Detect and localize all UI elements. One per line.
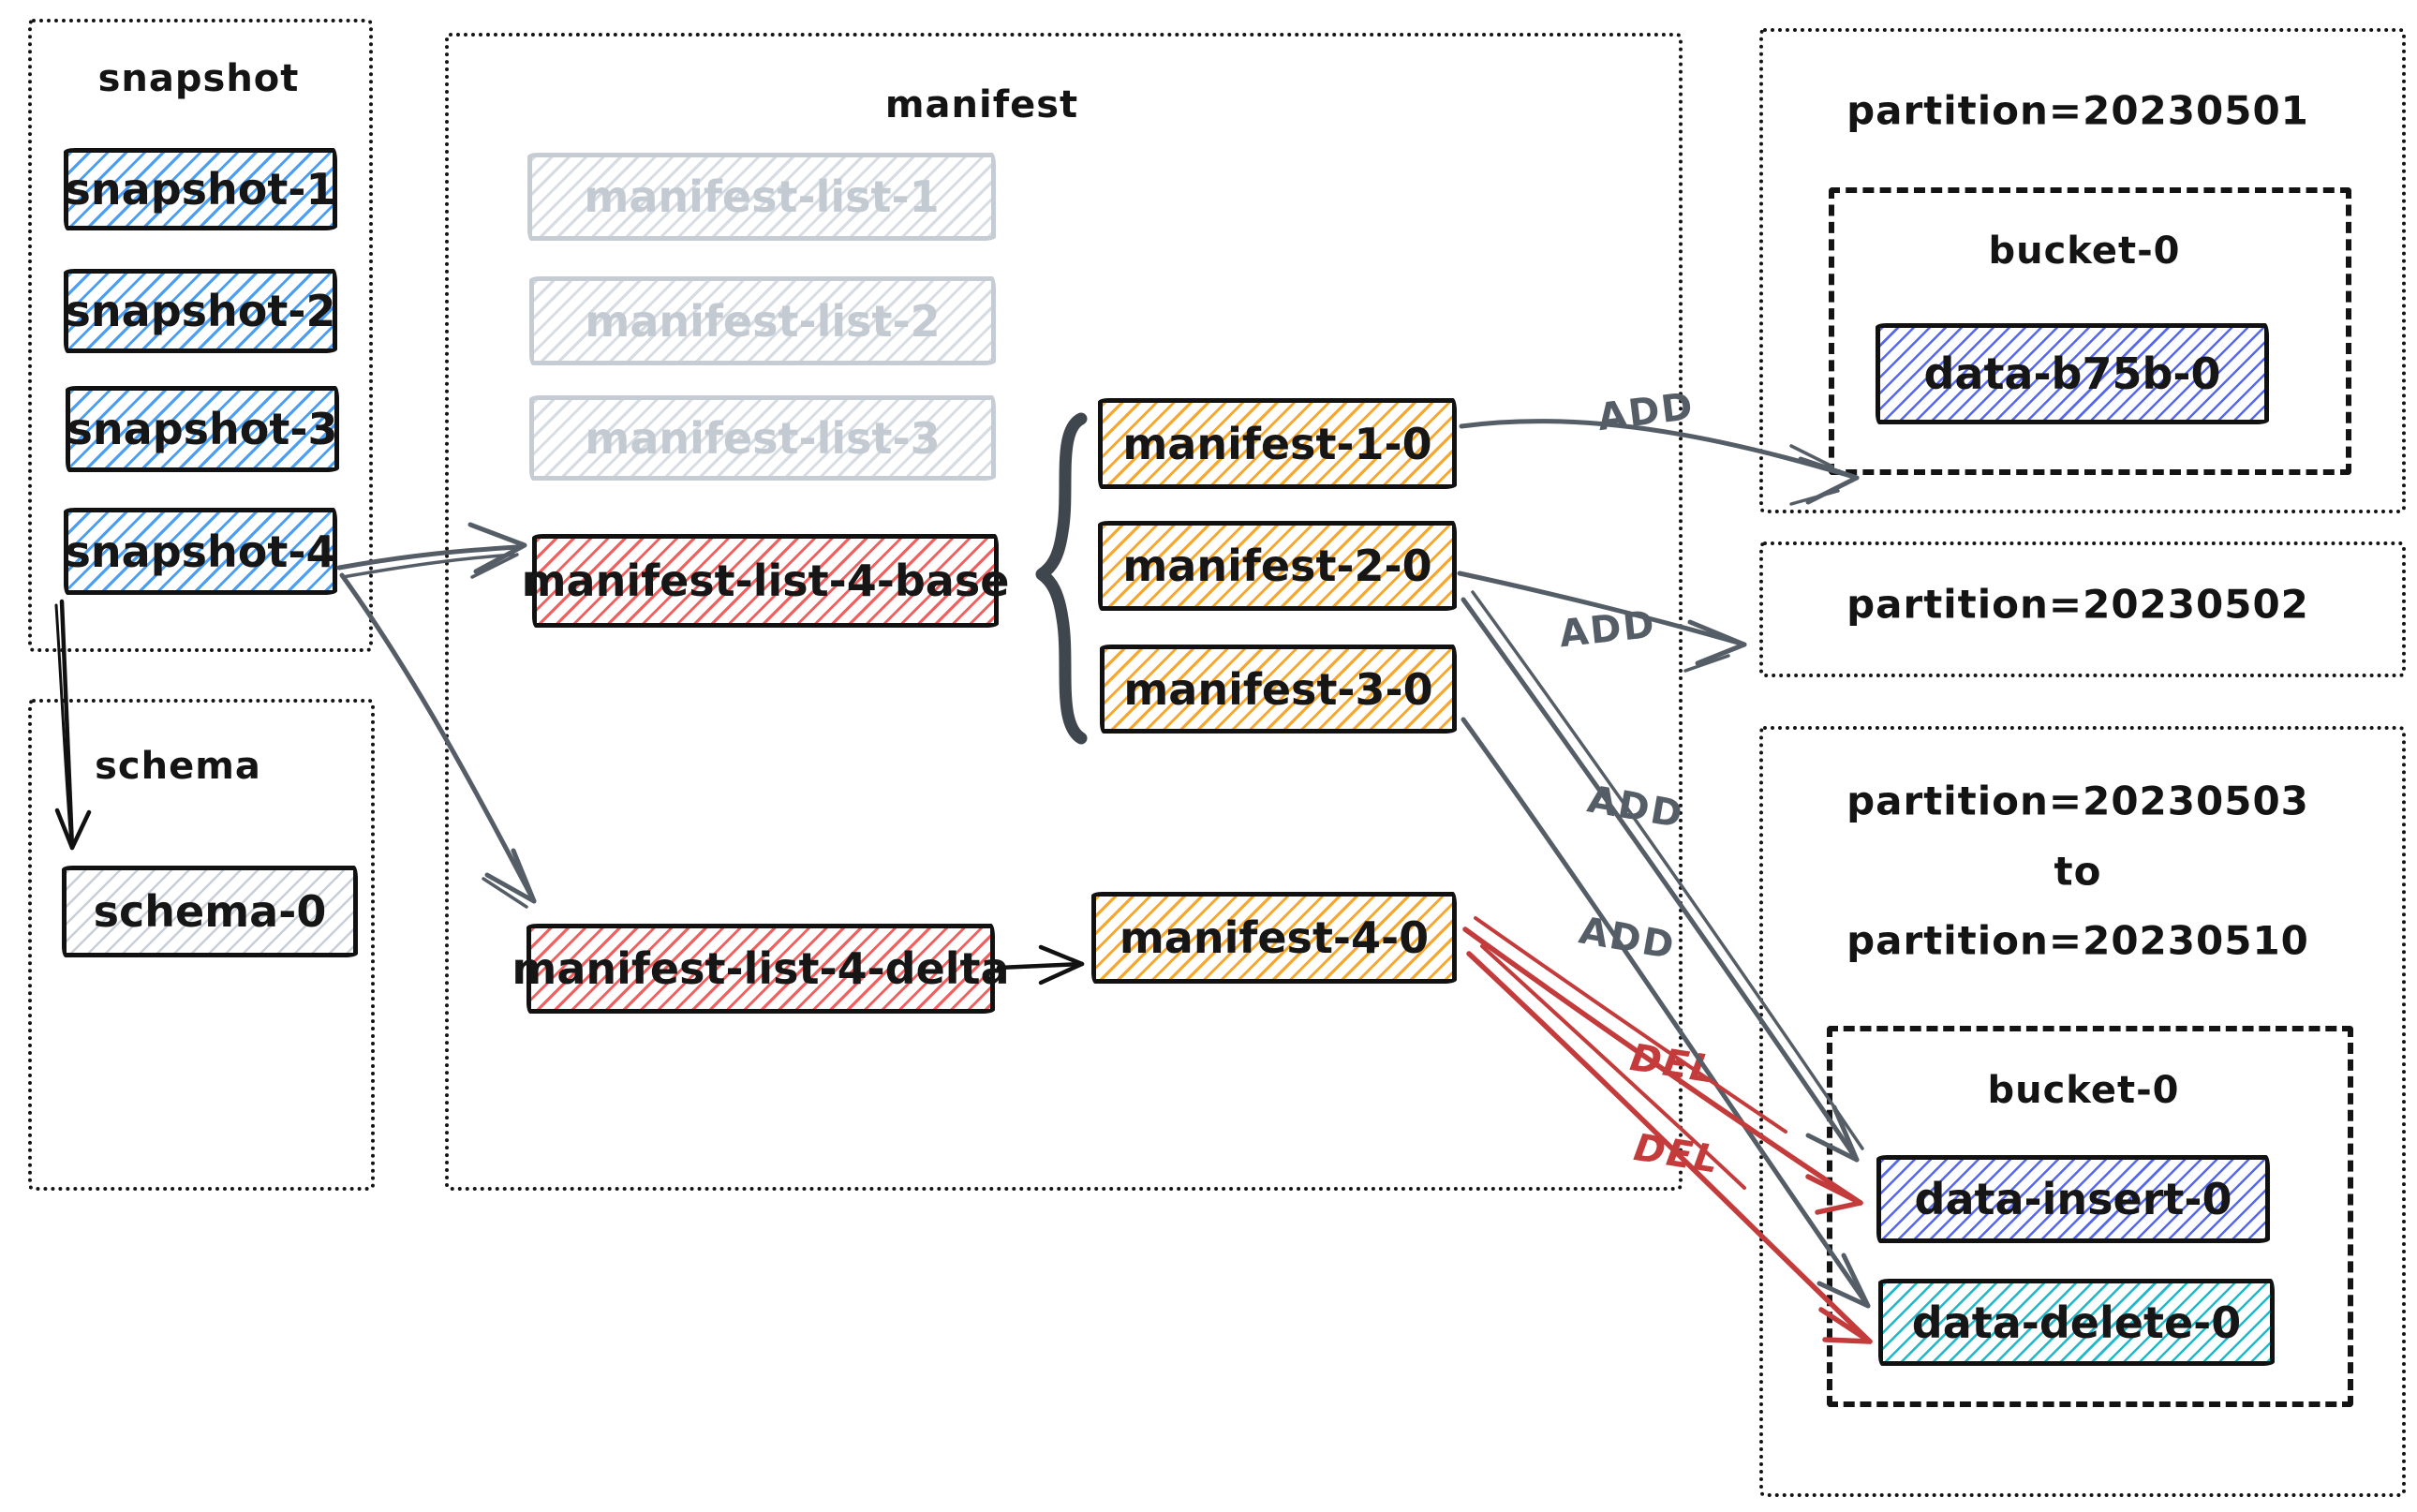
node-manifest-1-0: manifest-1-0 (1098, 398, 1457, 489)
node-data-insert-0: data-insert-0 (1876, 1155, 2270, 1243)
node-manifest-list-2: manifest-list-2 (529, 276, 996, 365)
partition-20230503-title-line2: to (2054, 848, 2102, 895)
schema-group (28, 699, 375, 1191)
node-manifest-list-4-delta-label: manifest-list-4-delta (512, 943, 1010, 994)
snapshot-group (28, 19, 373, 652)
partition-20230501-title: partition=20230501 (1846, 87, 2309, 134)
bucket-0-top (1829, 187, 2351, 475)
partition-20230503-title-line1: partition=20230503 (1846, 778, 2309, 824)
node-manifest-list-3: manifest-list-3 (529, 395, 996, 481)
bucket-0-bottom-title: bucket-0 (1987, 1069, 2180, 1112)
node-manifest-list-4-base: manifest-list-4-base (522, 534, 1009, 628)
node-manifest-4-0-label: manifest-4-0 (1119, 912, 1430, 963)
node-data-insert-0-label: data-insert-0 (1914, 1174, 2232, 1224)
node-manifest-list-2-label: manifest-list-2 (585, 295, 941, 347)
node-manifest-1-0-label: manifest-1-0 (1122, 418, 1432, 469)
node-manifest-list-4-base-label: manifest-list-4-base (521, 556, 1010, 606)
node-snapshot-2: snapshot-2 (64, 269, 337, 353)
node-manifest-list-3-label: manifest-list-3 (585, 412, 941, 464)
node-schema-0: schema-0 (62, 866, 358, 957)
node-data-b75b-0: data-b75b-0 (1876, 323, 2269, 424)
node-manifest-list-1: manifest-list-1 (527, 153, 996, 241)
node-snapshot-1-label: snapshot-1 (65, 164, 336, 215)
node-snapshot-4: snapshot-4 (64, 508, 337, 595)
schema-group-title: schema (95, 745, 261, 788)
node-snapshot-4-label: snapshot-4 (65, 526, 336, 577)
node-data-b75b-0-label: data-b75b-0 (1923, 348, 2221, 399)
node-manifest-3-0-label: manifest-3-0 (1123, 663, 1433, 715)
node-snapshot-3: snapshot-3 (66, 386, 339, 472)
node-manifest-list-1-label: manifest-list-1 (584, 171, 940, 222)
node-schema-0-label: schema-0 (93, 886, 327, 937)
node-manifest-2-0-label: manifest-2-0 (1122, 541, 1432, 591)
node-manifest-3-0: manifest-3-0 (1100, 645, 1457, 734)
partition-20230502-title: partition=20230502 (1846, 581, 2309, 628)
partition-20230503-title-line3: partition=20230510 (1846, 917, 2309, 964)
node-manifest-2-0: manifest-2-0 (1098, 521, 1457, 611)
snapshot-group-title: snapshot (97, 57, 300, 100)
node-data-delete-0-label: data-delete-0 (1911, 1297, 2242, 1348)
node-data-delete-0: data-delete-0 (1878, 1279, 2275, 1366)
partition-20230501-group (1759, 28, 2406, 513)
manifest-group-title: manifest (884, 83, 1079, 126)
node-snapshot-1: snapshot-1 (64, 148, 337, 230)
node-snapshot-2-label: snapshot-2 (65, 286, 336, 336)
node-snapshot-3-label: snapshot-3 (67, 404, 338, 454)
bucket-0-top-title: bucket-0 (1988, 230, 2181, 273)
node-manifest-list-4-delta: manifest-list-4-delta (512, 924, 1010, 1014)
node-manifest-4-0: manifest-4-0 (1091, 892, 1457, 984)
